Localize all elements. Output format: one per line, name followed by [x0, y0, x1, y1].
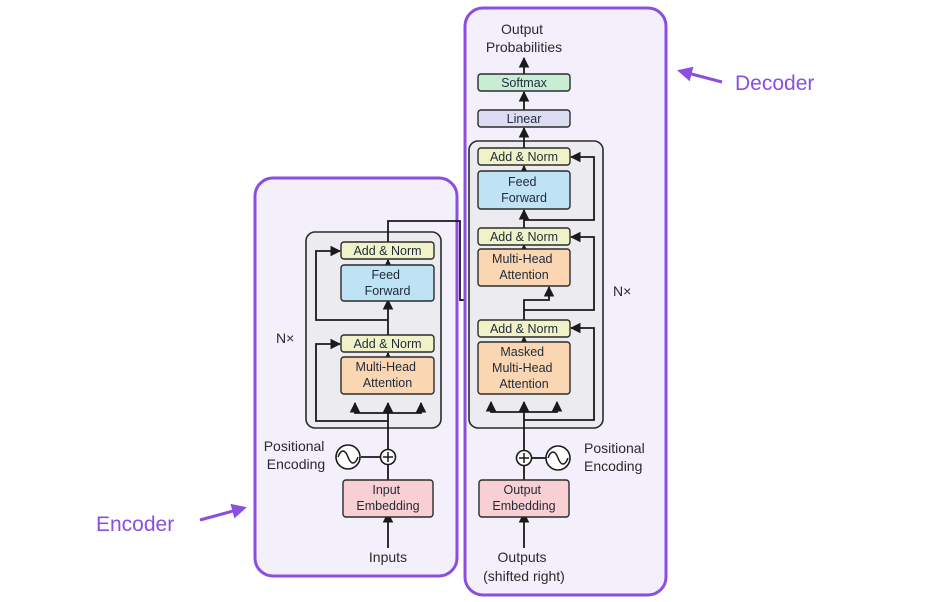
decoder-connections: [485, 56, 595, 548]
decoder-add-norm-mid: [477, 227, 571, 246]
decoder-masked-attention: [477, 341, 571, 395]
decoder-add-norm-top-label: Add & Norm: [490, 150, 558, 164]
encoder-add-norm-bottom: [340, 334, 435, 353]
output-probabilities-label: Output Probabilities: [486, 21, 562, 55]
decoder-softmax-label: Softmax: [501, 76, 548, 90]
decoder-repeat-label: N×: [613, 283, 631, 299]
encoder-add-norm-top: [340, 241, 435, 260]
decoder-cross-attention: [477, 248, 571, 287]
decoder-embedding-label: Output Embedding: [492, 483, 555, 513]
decoder-cross-attention-label: Multi-Head Attention: [492, 252, 556, 282]
encoder-positional-encoding-label: Positional Encoding: [264, 438, 329, 472]
encoder-stack: [305, 231, 442, 429]
encoder-embedding-label: Input Embedding: [356, 483, 419, 513]
decoder-add-icon-cross: [519, 453, 529, 463]
decoder-callout-label: Decoder: [735, 72, 814, 95]
encoder-callout-label: Encoder: [96, 513, 174, 536]
decoder-outputs-label: Outputs (shifted right): [483, 549, 565, 584]
decoder-add-norm-bottom: [477, 319, 571, 338]
encoder-inputs-label: Inputs: [369, 549, 407, 565]
encoder-feed-forward: [340, 264, 435, 302]
encoder-add-norm-top-label: Add & Norm: [353, 244, 421, 258]
encoder-callout-arrow: [199, 503, 247, 522]
decoder-linear: [477, 109, 571, 128]
decoder-feed-forward: [477, 170, 571, 210]
decoder-add-norm-mid-label: Add & Norm: [490, 230, 558, 244]
encoder-repeat-label: N×: [276, 330, 294, 346]
decoder-linear-label: Linear: [507, 112, 542, 126]
encoder-feed-forward-label: Feed Forward: [365, 268, 411, 298]
encoder-add-norm-bottom-label: Add & Norm: [353, 337, 421, 351]
decoder-add-norm-top: [477, 147, 571, 166]
encoder-attention-label: Multi-Head Attention: [356, 360, 420, 390]
decoder-softmax: [477, 73, 571, 92]
encoder-add-icon-cross: [383, 452, 393, 462]
decoder-feed-forward-label: Feed Forward: [501, 175, 547, 205]
decoder-add-norm-bottom-label: Add & Norm: [490, 322, 558, 336]
decoder-output-embedding: [478, 479, 570, 518]
decoder-callout-arrow: [677, 66, 723, 84]
decoder-positional-encoding-label: Positional Encoding: [584, 440, 649, 474]
decoder-masked-attention-label: Masked Multi-Head Attention: [492, 345, 556, 391]
encoder-multi-head-attention: [340, 356, 435, 395]
encoder-input-embedding: [342, 479, 434, 518]
